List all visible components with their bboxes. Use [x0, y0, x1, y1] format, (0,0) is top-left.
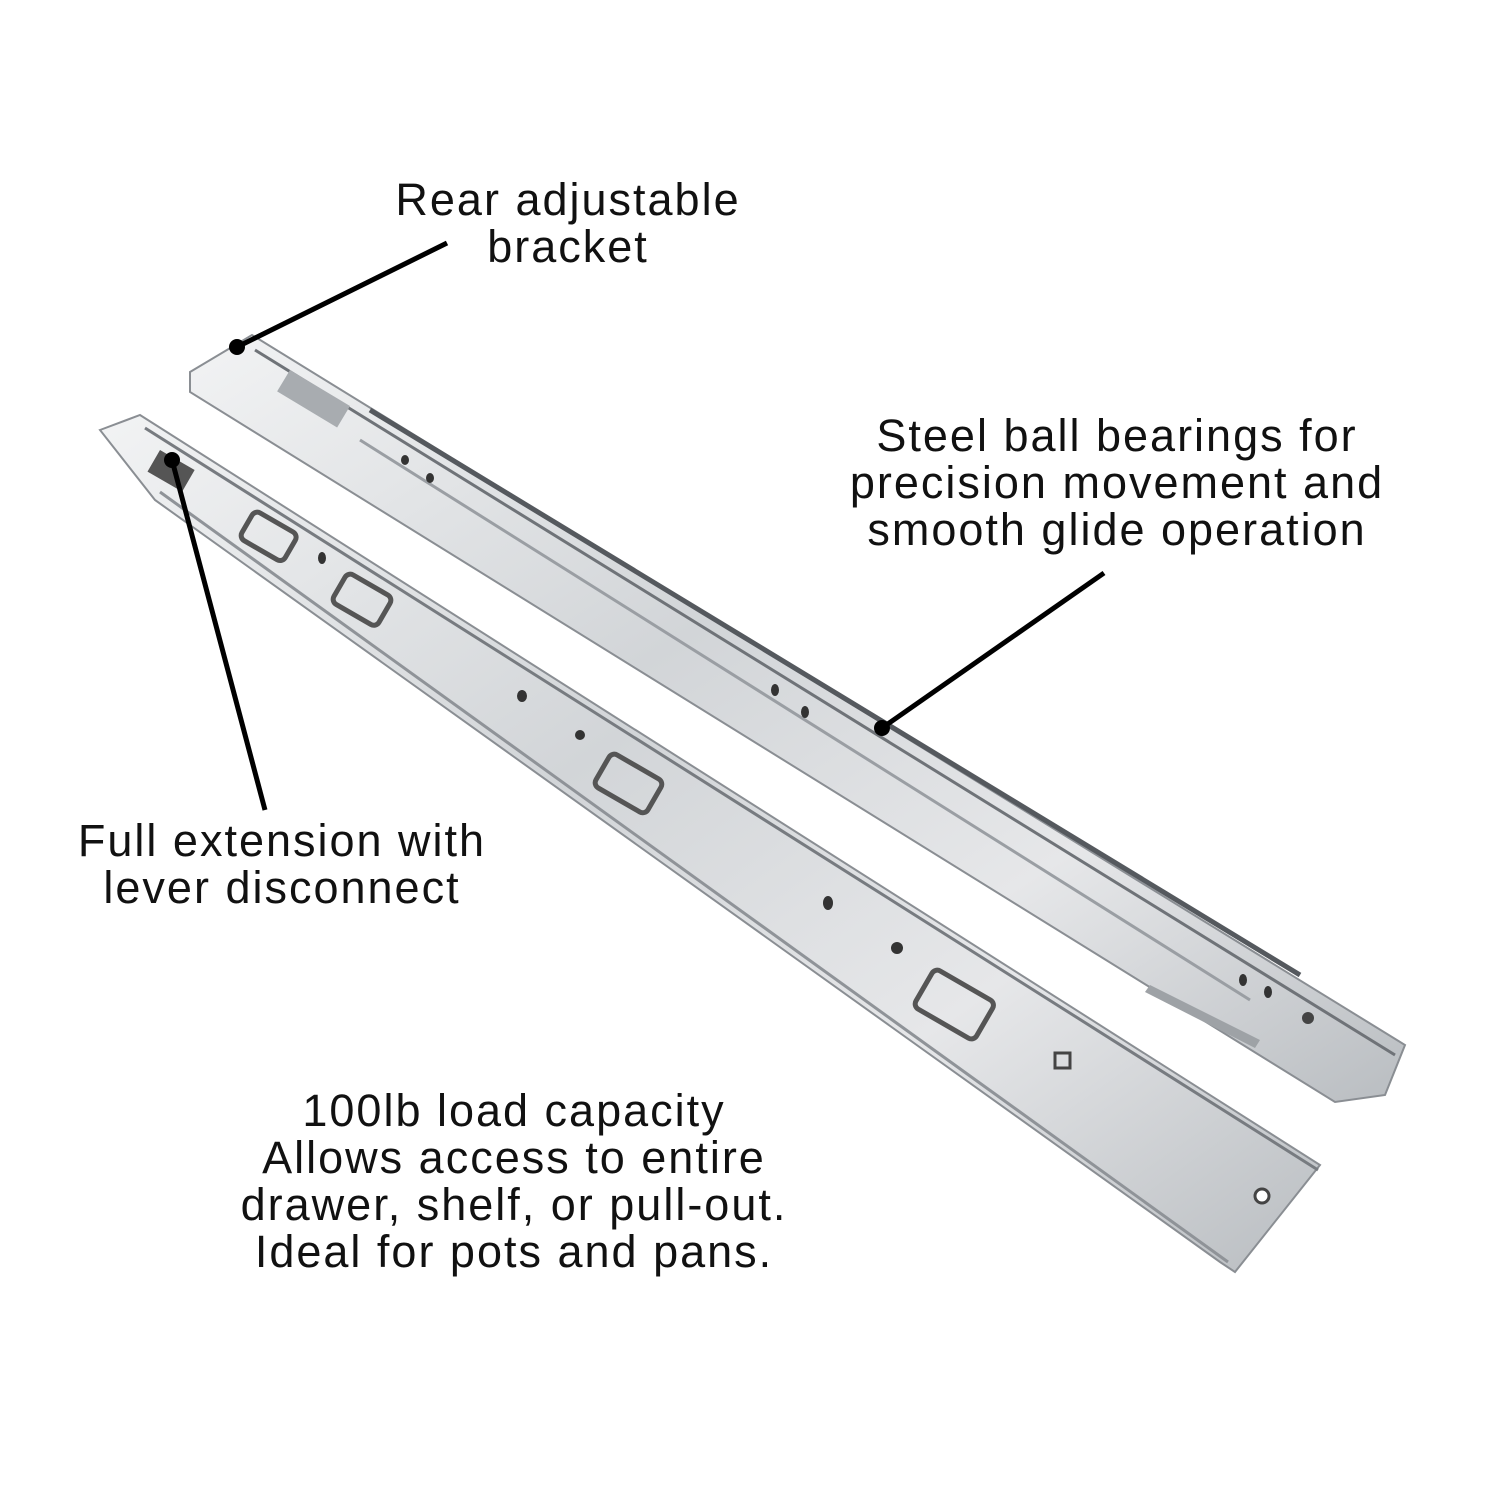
callout-text-line: Allows access to entire: [262, 1132, 766, 1183]
callout-text-line: precision movement and: [849, 457, 1385, 508]
callout-text-line: Rear adjustable: [395, 174, 741, 225]
callout-text-line: drawer, shelf, or pull-out.: [240, 1179, 788, 1230]
callout-full-extension: Full extension with lever disconnect: [78, 817, 486, 911]
callout-text-line: bracket: [487, 221, 649, 272]
callout-text-line: lever disconnect: [103, 862, 461, 913]
callout-text-line: Steel ball bearings for: [876, 410, 1358, 461]
callout-rear-bracket-pointer: [229, 240, 449, 355]
callout-ball-bearings: Steel ball bearings for precision moveme…: [850, 412, 1384, 553]
callout-rear-bracket: Rear adjustable bracket: [395, 176, 740, 270]
callout-full-extension-pointer: [164, 452, 268, 811]
callout-ball-bearings-pointer: [874, 570, 1106, 736]
rear-slide-rail: [189, 333, 1407, 1104]
callout-text-line: smooth glide operation: [867, 504, 1367, 555]
front-slide-rail: [98, 413, 1322, 1274]
callout-text-line: Ideal for pots and pans.: [254, 1226, 774, 1277]
callout-text-line: Full extension with: [77, 815, 487, 866]
callout-load-capacity: 100lb load capacity Allows access to ent…: [241, 1087, 788, 1275]
callout-text-line: 100lb load capacity: [302, 1085, 726, 1136]
